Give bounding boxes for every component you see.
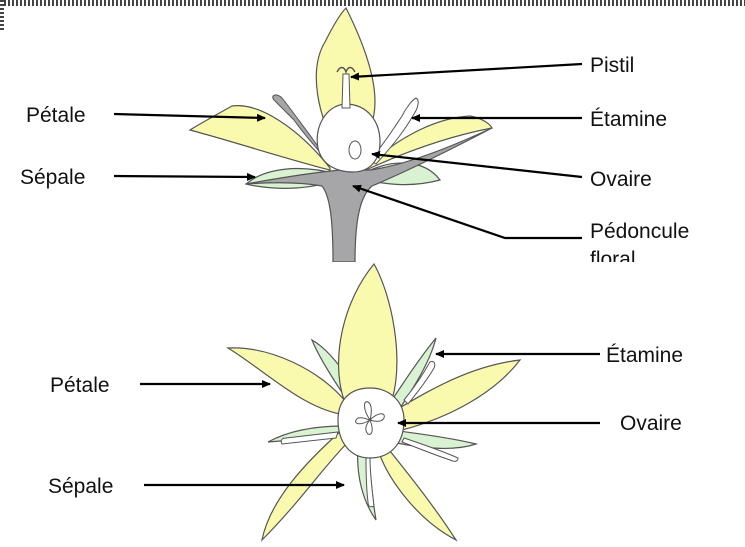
flower-cross-section xyxy=(190,8,492,262)
label-sepale-bottom: Sépale xyxy=(48,475,113,498)
ovule xyxy=(349,141,361,159)
arrow-pedoncule xyxy=(353,186,582,238)
petal-bottom-right xyxy=(378,446,456,540)
label-ovaire-top: Ovaire xyxy=(590,168,652,191)
flower-top-view xyxy=(228,264,520,540)
label-petale-top: Pétale xyxy=(26,104,86,127)
label-sepale-top: Sépale xyxy=(20,166,85,189)
label-pedoncule-line1: Pédoncule xyxy=(590,220,689,243)
label-etamine-bottom: Étamine xyxy=(606,344,683,367)
label-pistil: Pistil xyxy=(590,54,634,77)
arrow-pistil xyxy=(351,64,582,77)
arrow-sepale-top xyxy=(114,176,255,177)
label-etamine-top: Étamine xyxy=(590,108,667,131)
style xyxy=(342,74,350,108)
petal-top xyxy=(339,264,397,400)
label-petale-bottom: Pétale xyxy=(50,374,110,397)
label-ovaire-bottom: Ovaire xyxy=(620,412,682,435)
ovary xyxy=(317,104,380,172)
